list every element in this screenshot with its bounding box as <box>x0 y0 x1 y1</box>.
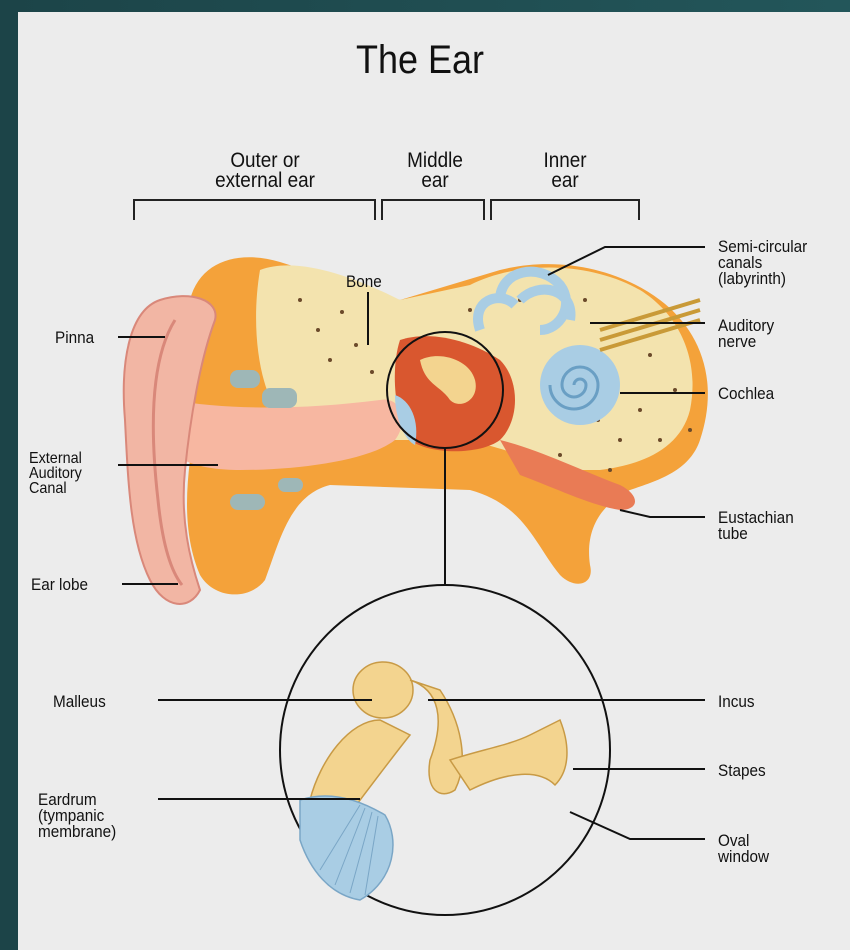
inner-ear-bracket <box>491 200 639 220</box>
label-auditory-nerve: Auditory nerve <box>718 318 774 350</box>
label-eustachian-tube: Eustachian tube <box>718 510 794 542</box>
outer-ear-bracket <box>134 200 375 220</box>
middle-ear-bracket <box>382 200 484 220</box>
section-brackets <box>134 200 639 220</box>
section-inner-label: Inner ear <box>520 151 610 191</box>
label-pinna: Pinna <box>55 329 94 346</box>
malleus-head <box>353 662 413 718</box>
section-outer-label: Outer or external ear <box>189 151 342 191</box>
label-bone: Bone <box>346 273 382 290</box>
label-cochlea: Cochlea <box>718 385 774 402</box>
ear-cross-section <box>124 257 708 604</box>
label-semicircular-canals: Semi-circular canals (labyrinth) <box>718 239 807 287</box>
label-eardrum: Eardrum (tympanic membrane) <box>38 792 116 840</box>
page-title: The Ear <box>285 38 555 82</box>
cochlea-shape <box>540 345 620 425</box>
label-oval-window: Oval window <box>718 833 769 865</box>
label-external-canal: External Auditory Canal <box>29 451 82 496</box>
section-middle-label: Middle ear <box>390 151 480 191</box>
eardrum-shape <box>300 796 393 900</box>
label-ear-lobe: Ear lobe <box>31 576 88 593</box>
label-malleus: Malleus <box>53 693 106 710</box>
label-stapes: Stapes <box>718 762 766 779</box>
label-incus: Incus <box>718 693 755 710</box>
eustachian-leader <box>620 510 705 517</box>
